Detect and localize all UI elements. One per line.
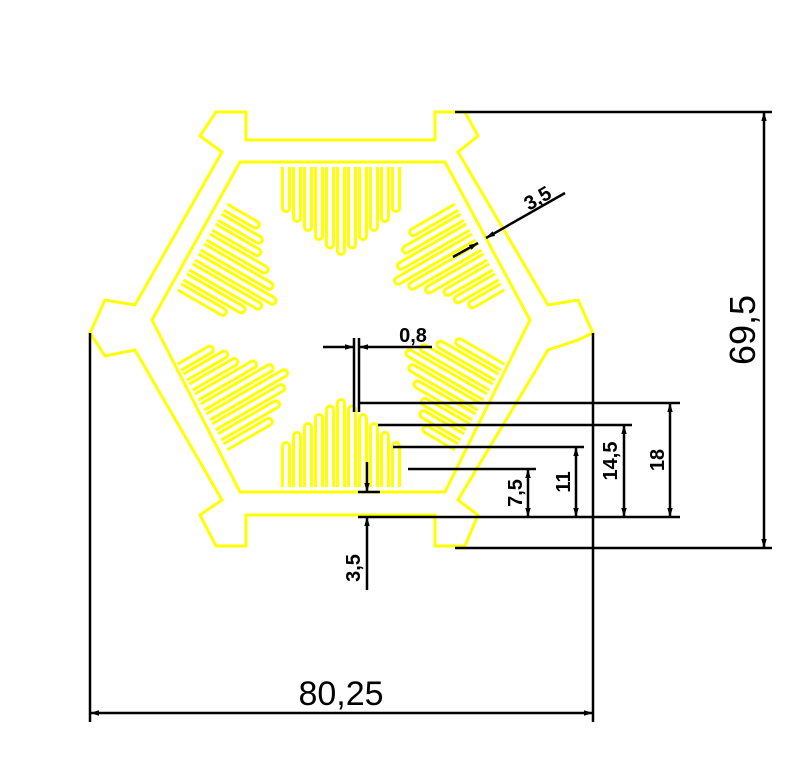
fin-1-10 [281,441,291,487]
fin-5-5 [194,359,258,402]
fin-2-3 [393,232,477,286]
fin-array [176,167,506,487]
fin-1-6 [325,404,335,487]
fin-0-3 [314,167,324,241]
fin-5-2 [211,383,287,432]
fin-0-0 [281,167,291,213]
fin11-label: 11 [553,471,575,492]
fin-2-2 [395,222,471,271]
fin-2-1 [401,212,465,255]
fin-1-0 [391,441,401,487]
width-label: 80,25 [298,675,383,713]
sidegap-arrow-a [452,241,479,259]
fin-5-8 [176,344,215,372]
fin-1-4 [347,404,357,487]
height-label: 69,5 [722,295,763,365]
fin-0-4 [325,167,335,250]
fin-4-2 [188,262,264,311]
sidegap-label: 3,5 [520,182,555,215]
fin-4-1 [182,272,247,315]
fin-0-9 [380,167,390,223]
fin-3-3 [404,348,488,402]
fin-1-3 [358,413,368,487]
fin-5-0 [222,416,274,452]
fin-0-7 [358,167,368,241]
fin75-label: 7,5 [505,479,527,507]
fin-0-2 [303,167,313,232]
fin-3-0 [454,337,506,372]
dimension-lines [88,110,772,722]
heatsink-profile [88,110,595,548]
fin-0-10 [391,167,401,213]
fin-5-4 [199,363,275,412]
fin-0-6 [347,167,357,250]
fin-1-9 [292,431,302,487]
fin-5-7 [182,349,230,382]
fin-3-4 [407,363,483,412]
fin-1-5 [336,398,346,487]
fin-1-2 [369,422,379,487]
fin-2-0 [408,202,460,238]
fin-0-8 [369,167,379,232]
fin-2-8 [467,282,506,310]
fin-3-7 [418,409,465,442]
fin-5-6 [188,357,240,392]
fin-4-4 [199,242,275,291]
fin-1-1 [380,431,390,487]
fin-4-3 [194,252,278,306]
fin-4-5 [205,232,270,275]
fin-1-8 [303,422,313,487]
fin18-label: 18 [647,449,669,471]
fin-3-1 [435,339,500,382]
sidegap-arrow-b [485,191,566,240]
fin-0-1 [292,167,302,223]
fin-2-4 [407,242,483,291]
fin-4-0 [176,282,228,317]
fin-5-3 [205,368,289,422]
inner-hex-outline [150,160,532,494]
fin-0-5 [336,167,346,256]
basegap-label: 3,5 [343,554,365,582]
fin-2-5 [424,252,488,295]
thickness-label: 0,8 [399,325,427,347]
fin-3-6 [419,396,471,432]
fin-5-1 [217,399,281,442]
fin145-label: 14,5 [600,442,622,481]
fin-1-7 [314,413,324,487]
fin-4-7 [217,212,264,245]
fin-3-8 [421,424,460,452]
fin-4-6 [211,222,263,258]
fin-2-6 [442,262,494,297]
fin-3-5 [412,379,477,422]
fin-2-7 [452,272,500,305]
fin-4-8 [222,202,261,230]
